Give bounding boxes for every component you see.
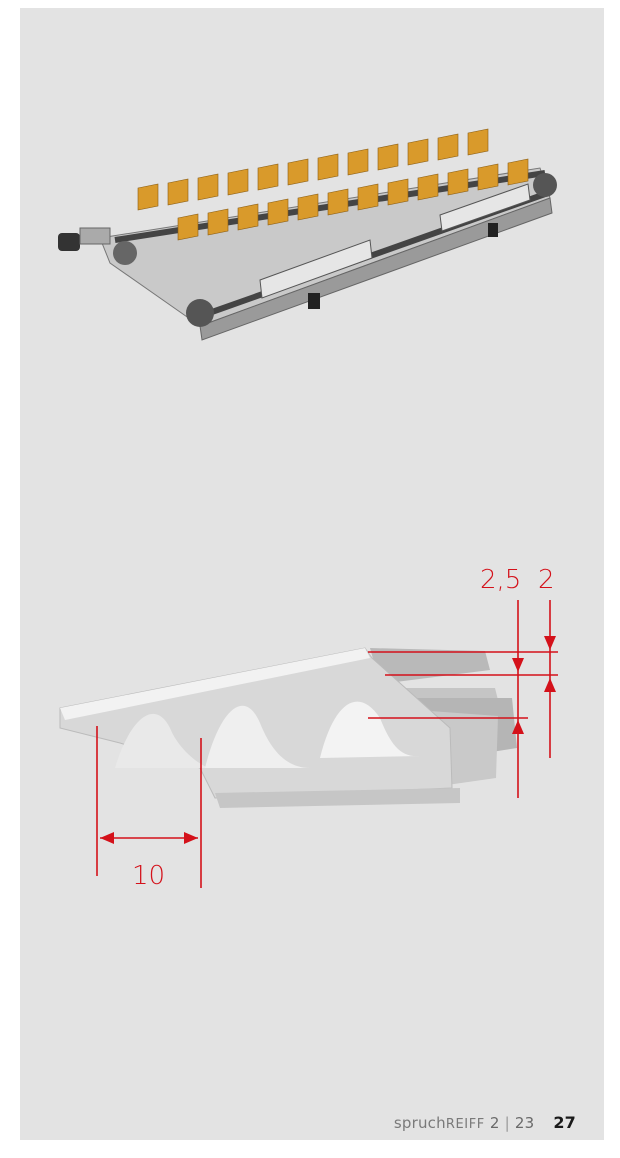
- dimension-label-10: 10: [132, 861, 165, 891]
- page-footer: spruchREIFF 2|23 27: [394, 1113, 576, 1132]
- paddle: [327, 188, 349, 216]
- paddle: [317, 153, 339, 181]
- paddle: [237, 203, 259, 231]
- paddle: [407, 138, 429, 166]
- paddle: [207, 208, 229, 236]
- dimension-arrows: [100, 636, 556, 844]
- paddle: [167, 178, 189, 206]
- belt-profile-shape: [59, 647, 517, 808]
- paddle: [347, 148, 369, 176]
- dimension-label-2-5: 2,5: [480, 565, 521, 595]
- footer-separator: |: [504, 1114, 510, 1132]
- paddle: [197, 173, 219, 201]
- magazine-name-lower: spruch: [393, 1114, 446, 1132]
- paddle: [447, 168, 469, 196]
- paddle: [387, 178, 409, 206]
- paddle: [177, 213, 199, 241]
- paddle: [417, 173, 439, 201]
- paddle: [437, 133, 459, 161]
- paddle: [287, 158, 309, 186]
- issue-number: 2: [489, 1114, 500, 1132]
- paddle: [137, 183, 159, 211]
- issue-year: 23: [514, 1114, 535, 1132]
- paddle: [507, 158, 529, 186]
- conveyor-paddles: [137, 128, 529, 241]
- paddle: [467, 128, 489, 156]
- paddle: [257, 163, 279, 191]
- page-panel: 2,5 2 10 spruchREIFF 2|23 27: [20, 8, 604, 1140]
- dimension-label-2: 2: [538, 565, 555, 595]
- page-number: 27: [553, 1113, 576, 1132]
- belt-profile-drawing: 2,5 2 10: [59, 565, 558, 891]
- conveyor-illustration: [58, 128, 557, 341]
- paddle: [377, 143, 399, 171]
- paddle: [297, 193, 319, 221]
- paddle: [227, 168, 249, 196]
- conveyor-body: [58, 167, 557, 341]
- paddle: [357, 183, 379, 211]
- paddle: [477, 163, 499, 191]
- paddle: [267, 198, 289, 226]
- magazine-name-upper: REIFF: [445, 1117, 485, 1132]
